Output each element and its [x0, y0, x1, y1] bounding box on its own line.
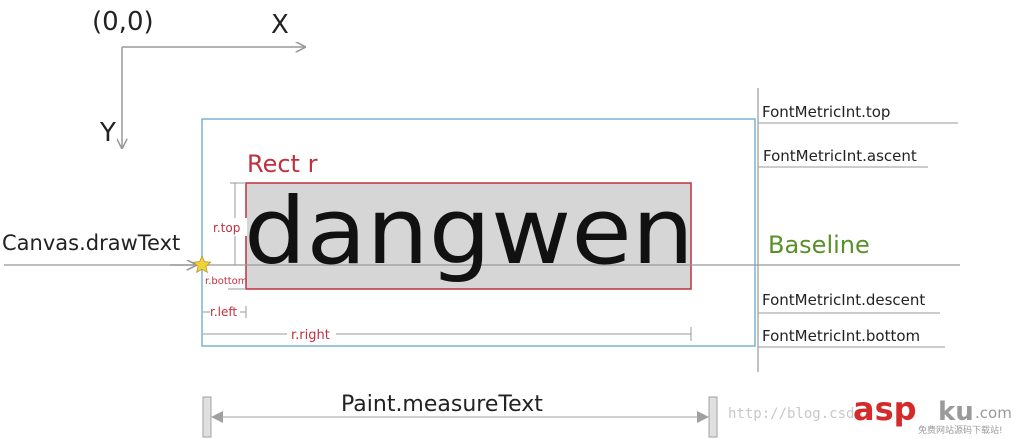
- origin-label: (0,0): [92, 7, 154, 37]
- r-bottom-label: r.bottom: [205, 276, 248, 287]
- watermark-tagline: 免费网站源码下载站!: [918, 424, 1003, 436]
- logo-domain: .com: [975, 404, 1012, 422]
- ku-logo: ku: [938, 397, 974, 427]
- metric-ascent-label: FontMetricInt.ascent: [763, 147, 917, 165]
- x-axis-label: X: [271, 10, 289, 40]
- measure-text-label: Paint.measureText: [341, 392, 543, 417]
- rect-r: Rect r: [245, 150, 692, 290]
- font-metrics: FontMetricInt.top FontMetricInt.ascent F…: [757, 88, 958, 372]
- watermark-blog-url: http://blog.csdn.: [728, 406, 871, 422]
- rect-r-box: [245, 182, 692, 290]
- watermark: http://blog.csdn. asp ku .com 免费网站源码下载站!: [728, 390, 1012, 436]
- r-right-label: r.right: [291, 328, 330, 343]
- coordinate-axes: (0,0) X Y: [92, 7, 305, 148]
- r-left-label: r.left: [210, 305, 237, 319]
- baseline-label: Baseline: [768, 231, 870, 259]
- metric-top-label: FontMetricInt.top: [762, 103, 890, 121]
- r-left-dimension: r.left: [203, 305, 247, 319]
- r-right-dimension: r.right: [203, 327, 692, 343]
- y-axis-label: Y: [99, 118, 116, 148]
- draw-origin-star-icon: [192, 254, 212, 274]
- rect-r-label: Rect r: [247, 150, 318, 178]
- metric-bottom-label: FontMetricInt.bottom: [762, 327, 920, 345]
- draw-text-label: Canvas.drawText: [2, 231, 180, 255]
- sample-text: dangwen: [244, 178, 694, 285]
- text-bounds-frame: [201, 118, 756, 347]
- r-bottom-dimension: r.bottom: [205, 276, 248, 290]
- metric-descent-label: FontMetricInt.descent: [762, 291, 925, 309]
- r-top-label: r.top: [213, 221, 240, 235]
- asp-logo: asp: [853, 390, 917, 428]
- r-top-dimension: r.top: [211, 182, 247, 265]
- measure-text-bar: Paint.measureText: [202, 390, 718, 438]
